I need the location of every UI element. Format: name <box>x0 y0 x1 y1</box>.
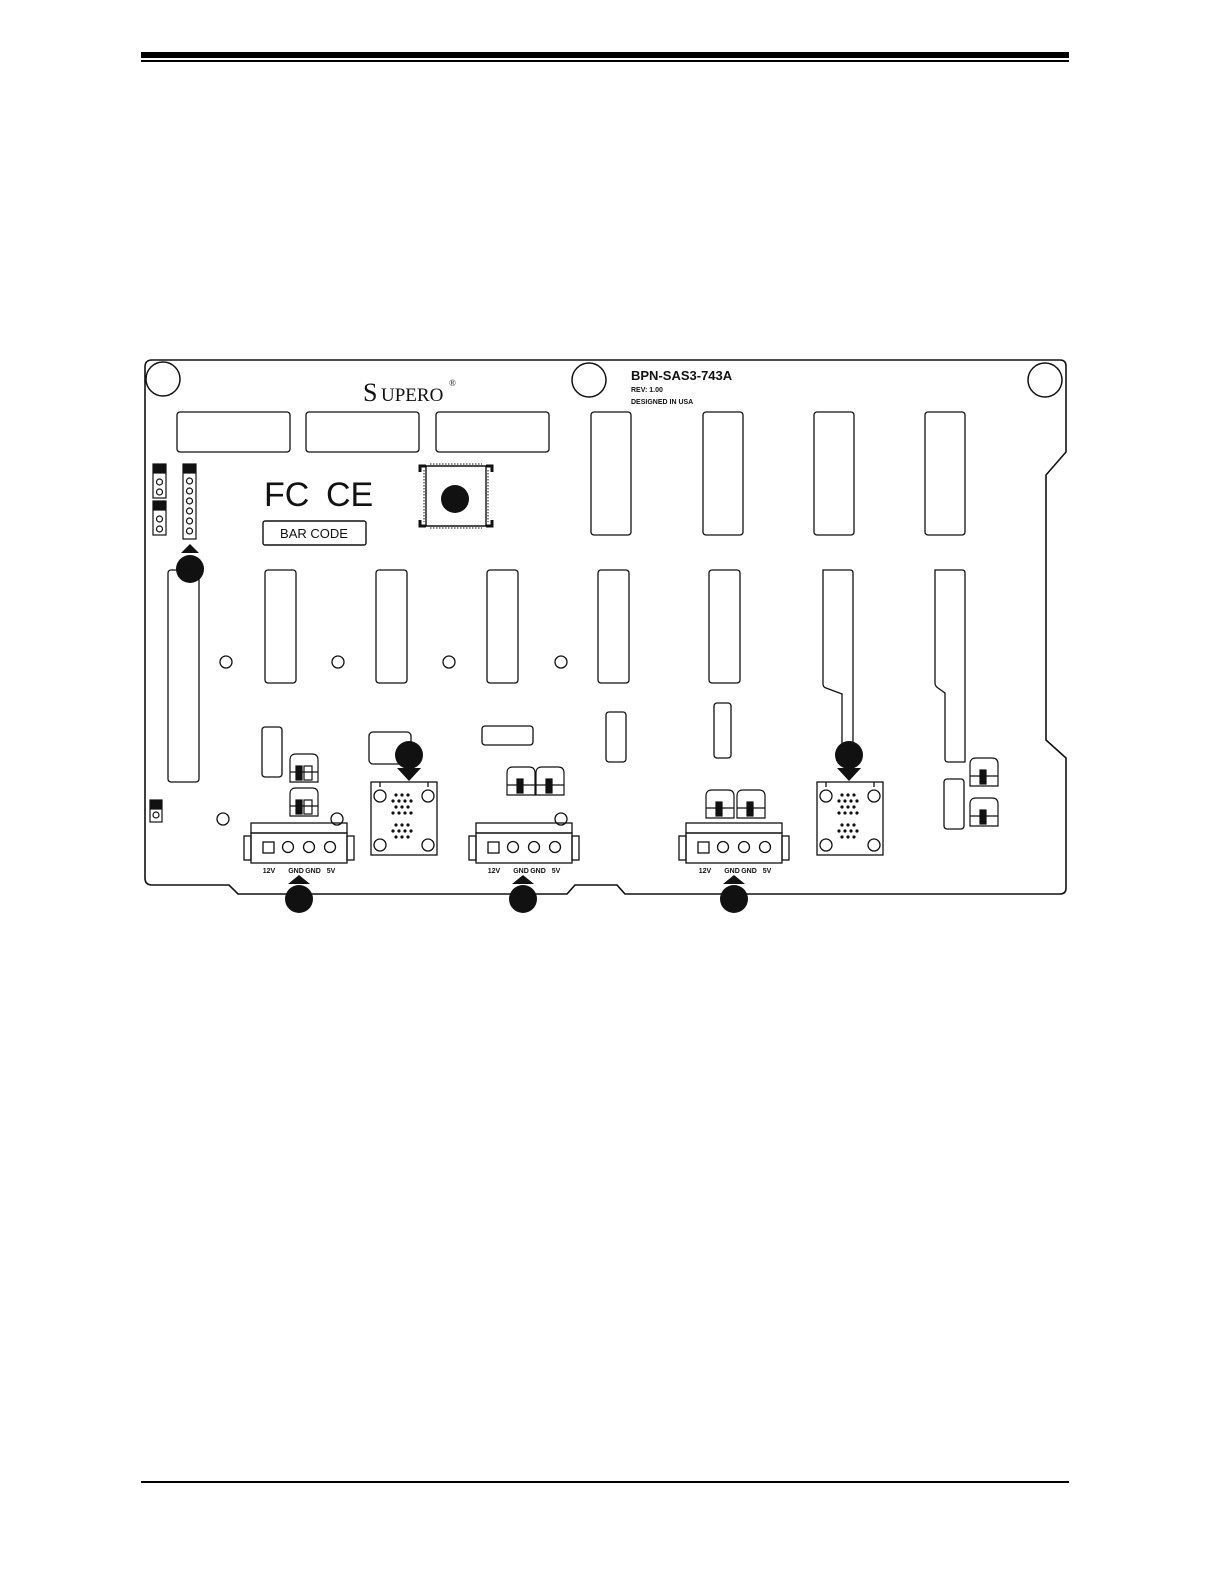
pin-label: GND <box>513 868 529 875</box>
expander-chip <box>420 464 492 528</box>
power-connector-1 <box>244 823 354 863</box>
pin-label: 5V <box>552 868 561 875</box>
fcc-mark: FC <box>264 476 309 514</box>
pin-label: 12V <box>699 868 712 875</box>
left-edge-connector <box>168 570 199 782</box>
callout-minisas-left <box>395 741 423 781</box>
power-connector-3 <box>679 823 789 863</box>
pin-label: GND <box>741 868 757 875</box>
svg-text:UPERO: UPERO <box>381 385 443 406</box>
board-origin-label: DESIGNED IN USA <box>631 399 693 406</box>
callout-power-1 <box>285 875 313 913</box>
pin-label: GND <box>288 868 304 875</box>
callout-power-2 <box>509 875 537 913</box>
pin-label: 5V <box>763 868 772 875</box>
brand-logo: S UPERO ® <box>363 378 456 407</box>
board-revision-label: REV: 1.00 <box>631 387 663 394</box>
barcode-label: BAR CODE <box>280 526 348 541</box>
top-pads <box>177 412 549 452</box>
certification-marks: FC CE <box>264 476 373 514</box>
pin-labels-3: 12V GND GND 5V <box>699 868 772 875</box>
callout-power-3 <box>720 875 748 913</box>
ce-mark: CE <box>326 476 373 514</box>
small-holes <box>217 656 567 825</box>
led-blocks <box>290 754 998 826</box>
svg-text:®: ® <box>449 378 456 388</box>
pin-labels-2: 12V GND GND 5V <box>488 868 561 875</box>
upper-slots <box>591 412 965 535</box>
pin-label: 5V <box>327 868 336 875</box>
pin-label: 12V <box>488 868 501 875</box>
pin-label: 12V <box>263 868 276 875</box>
mounting-holes <box>146 362 1062 397</box>
minisas-connector-right <box>817 782 883 855</box>
callout-jumper-header <box>176 544 204 583</box>
lower-slots <box>265 570 965 765</box>
callout-minisas-right <box>835 741 863 781</box>
bottom-left-jumper <box>150 800 162 822</box>
callout-chip <box>441 485 469 513</box>
pin-labels-1: 12V GND GND 5V <box>263 868 336 875</box>
board-outline <box>145 360 1066 894</box>
jumper-header-group <box>153 464 196 539</box>
power-connector-2 <box>469 823 579 863</box>
small-pads <box>262 703 964 829</box>
pin-label: GND <box>530 868 546 875</box>
pin-label: GND <box>724 868 740 875</box>
minisas-connector-left <box>371 782 437 855</box>
svg-text:S: S <box>363 378 377 407</box>
pin-label: GND <box>305 868 321 875</box>
board-model-label: BPN-SAS3-743A <box>631 368 733 383</box>
